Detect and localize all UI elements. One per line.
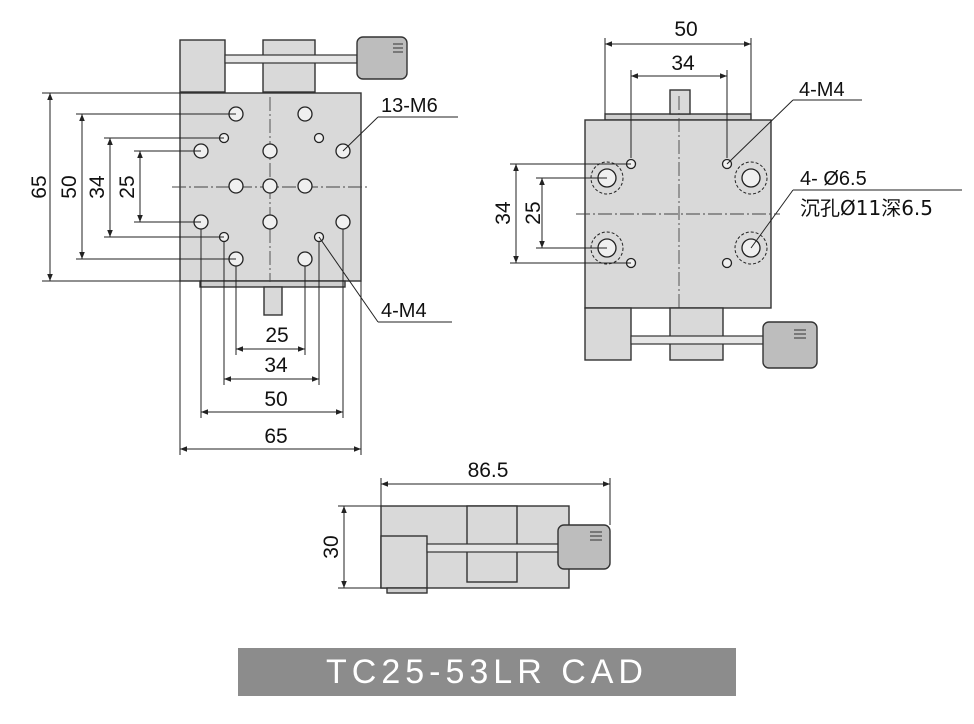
side-view-lead-screw [630,335,767,345]
top-view-lock-screw [263,286,283,316]
top-view-rear-block-right [262,39,316,93]
side-view-callout-hole: 4- Ø6.5 [800,168,867,190]
title-band: TC25-53LR CAD [238,648,736,696]
side-view-dim-34-horizontal: 34 [671,52,695,75]
top-view-dim-50-horizontal: 50 [264,388,287,411]
side-view-base-edge [604,113,752,121]
top-view-lead-screw [224,54,358,64]
front-view-knob-icon [557,524,611,570]
side-view-dim-50: 50 [674,18,697,41]
top-view-rear-block-left [179,39,226,93]
side-view-dim-25-vertical: 25 [522,201,545,224]
top-view-dim-50-vertical: 50 [58,175,81,198]
side-view-callout-counterbore: 沉孔Ø11深6.5 [800,196,933,220]
top-view-dim-25-vertical: 25 [116,175,139,198]
top-view-dim-34-vertical: 34 [86,175,109,199]
top-view-base-edge [199,280,346,288]
front-view: 86.5 30 [320,459,611,594]
model-title: TC25-53LR CAD [326,653,648,691]
top-view: 65 50 34 25 25 34 50 65 13-M6 4-M4 [28,36,458,455]
side-view: 50 34 34 25 4-M4 4- Ø6.5 沉孔Ø11深6.5 [492,18,962,369]
front-view-dim-length: 86.5 [468,459,509,482]
side-view-callout-m4: 4-M4 [799,79,845,101]
front-view-dim-height: 30 [320,535,343,558]
front-view-lead-screw [426,543,561,553]
front-view-foot [386,587,428,594]
top-view-m6-holes [193,106,351,267]
top-view-dim-25-horizontal: 25 [265,324,288,347]
side-view-block-right [669,307,724,361]
top-view-knob-icon [356,36,408,80]
side-view-lock-screw [669,89,691,115]
front-view-block-left [380,535,428,589]
top-view-callout-m6: 13-M6 [381,95,438,117]
side-view-knob-icon [762,321,818,369]
top-view-callout-m4: 4-M4 [381,300,427,322]
top-view-dim-65-vertical: 65 [28,175,51,198]
top-view-dim-34-horizontal: 34 [264,354,288,377]
side-view-block-left [584,307,632,361]
side-view-dim-34-vertical: 34 [492,201,515,225]
top-view-dim-65-horizontal: 65 [264,425,287,448]
